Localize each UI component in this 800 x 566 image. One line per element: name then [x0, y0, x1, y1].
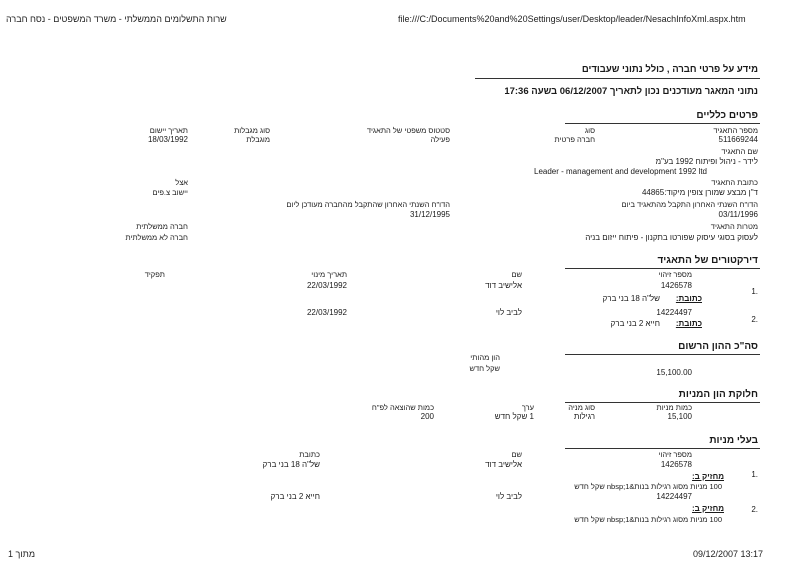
holder-address: חייא 2 בני ברק — [270, 492, 320, 501]
director-address: חייא 2 בני ברק — [610, 319, 660, 328]
director-address-label: כתובת: — [676, 319, 702, 328]
purpose-label: מטרות התאגיד — [710, 222, 758, 231]
report-title: מידע על פרטי חברה , כולל נתוני שעבודים — [581, 64, 758, 75]
holder-id: 1426578 — [660, 460, 692, 469]
director-index: 1. — [751, 287, 758, 296]
holder-id: 14224497 — [656, 492, 692, 501]
company-number: 511669244 — [718, 135, 758, 144]
holder-label-caption: מחזיק ב: — [692, 504, 724, 513]
holder-address: של"ה 18 בני ברק — [262, 460, 320, 469]
gov-company-label: חברה ממשלתית — [136, 222, 188, 231]
shares-qty: 15,100 — [667, 412, 692, 421]
directors-divider — [565, 268, 760, 269]
holder-name: לביב לוי — [495, 492, 522, 501]
director-name: לביב לוי — [495, 308, 522, 317]
holder-holding: 100 מניות מסוג רגילות בנות&nbsp;1 שקל חד… — [574, 482, 722, 491]
directors-col-id: מספר זיהוי — [658, 270, 692, 279]
company-name-label: שם התאגיד — [721, 147, 758, 156]
holder-label-caption: מחזיק ב: — [692, 472, 724, 481]
director-name: אלישיב דוד — [485, 281, 522, 290]
holder-name: אלישיב דוד — [485, 460, 522, 469]
holders-heading: בעלי מניות — [709, 435, 758, 446]
holders-col-id: מספר זיהוי — [658, 450, 692, 459]
registration-date: 18/03/1992 — [147, 135, 188, 144]
limitation: מוגבלת — [246, 135, 270, 144]
holders-col-address: כתובת — [299, 450, 320, 459]
director-address-caption: כתובת: — [675, 319, 702, 328]
company-purpose: לעסוק בסוגי עיסוק שפורטו בתקנון - פיתוח … — [585, 233, 758, 242]
director-index: 2. — [751, 315, 758, 324]
holders-divider — [565, 448, 760, 449]
capital-heading: סה"כ ההון הרשום — [678, 341, 758, 352]
col-limitation: סוג מגבלות — [234, 126, 270, 135]
holder-index: 2. — [751, 505, 758, 514]
address-c-o: אצל — [175, 178, 188, 187]
general-heading: פרטים כלליים — [696, 110, 758, 121]
director-appointed: 22/03/1992 — [306, 308, 347, 317]
shares-col-value: ערך — [521, 403, 534, 412]
director-address-label: כתובת: — [676, 294, 702, 303]
last-report-label: הדו"ח השנתי האחרון שהתקבל מהחברה מעודכן … — [286, 200, 450, 209]
holder-index: 1. — [751, 470, 758, 479]
shares-col-issued: כמות שהוצאה לפ"ח — [371, 403, 434, 412]
shares-divider — [565, 402, 760, 403]
directors-col-appointed: תאריך מינוי — [311, 270, 347, 279]
gov-company-value: חברה לא ממשלתית — [125, 233, 188, 242]
col-company-no: מספר התאגיד — [713, 126, 758, 135]
holder-label: מחזיק ב: — [692, 504, 724, 513]
directors-col-name: שם — [511, 270, 522, 279]
print-url: file:///C:/Documents%20and%20Settings/us… — [398, 14, 746, 24]
title-underline — [475, 78, 760, 79]
shares-col-type: סוג מניה — [568, 403, 595, 412]
last-report-received: 03/11/1996 — [718, 210, 758, 219]
director-address-caption: כתובת: — [675, 294, 702, 303]
address-settlement: יישוב צ.פים — [152, 188, 188, 197]
shares-col-qty: כמות מניות — [656, 403, 692, 412]
print-page-number: 1 מתוך — [8, 549, 36, 559]
directors-col-role: תפקיד — [144, 270, 165, 279]
director-id: 1426578 — [660, 281, 692, 290]
report-subtitle: נתוני המאגר מעודכנים נכון לתאריך 06/12/2… — [504, 86, 758, 97]
print-page-title: שרות התשלומים הממשלתי - משרד המשפטים - נ… — [6, 14, 227, 24]
company-address: ד"ן מבצע שמורן צופין מיקוד:44865 — [641, 188, 758, 197]
shares-issued: 200 — [420, 412, 434, 421]
company-name-he: לידר - ניהול ופיתוח 1992 בע"מ — [655, 157, 758, 166]
print-datetime: 09/12/2007 13:17 — [693, 549, 764, 559]
holder-holding: 100 מניות מסוג רגילות בנות&nbsp;1 שקל חד… — [574, 515, 722, 524]
col-reg-date: תאריך יישום — [149, 126, 188, 135]
director-id: 14224497 — [656, 308, 692, 317]
holders-col-name: שם — [511, 450, 522, 459]
col-legal-status: סטטוס משפטי של התאגיד — [366, 126, 450, 135]
col-type: סוג — [584, 126, 595, 135]
address-label: כתובת התאגיד — [711, 178, 758, 187]
capital-divider — [565, 354, 760, 355]
last-report-received-label: הדו"ח השנתי האחרון התקבל מהתאגיד ביום — [621, 200, 758, 209]
last-report-date: 31/12/1995 — [409, 210, 450, 219]
capital-col-amount: הון מהותי — [470, 353, 500, 362]
company-name-en: Leader - management and development 1992… — [534, 167, 708, 176]
shares-heading: חלוקת הון המניות — [678, 389, 758, 400]
capital-col-currency: שקל חדש — [469, 364, 500, 373]
company-type: חברה פרטית — [554, 135, 596, 144]
capital-amount: 15,100.00 — [656, 368, 692, 377]
shares-value: 1 שקל חדש — [494, 412, 534, 421]
legal-status: פעילה — [430, 135, 450, 144]
director-appointed: 22/03/1992 — [306, 281, 347, 290]
shares-type: רגילות — [573, 412, 595, 421]
directors-heading: דירקטורים של התאגיד — [657, 255, 758, 266]
general-divider — [565, 123, 760, 124]
holder-label: מחזיק ב: — [692, 472, 724, 481]
director-address: של"ה 18 בני ברק — [602, 294, 660, 303]
